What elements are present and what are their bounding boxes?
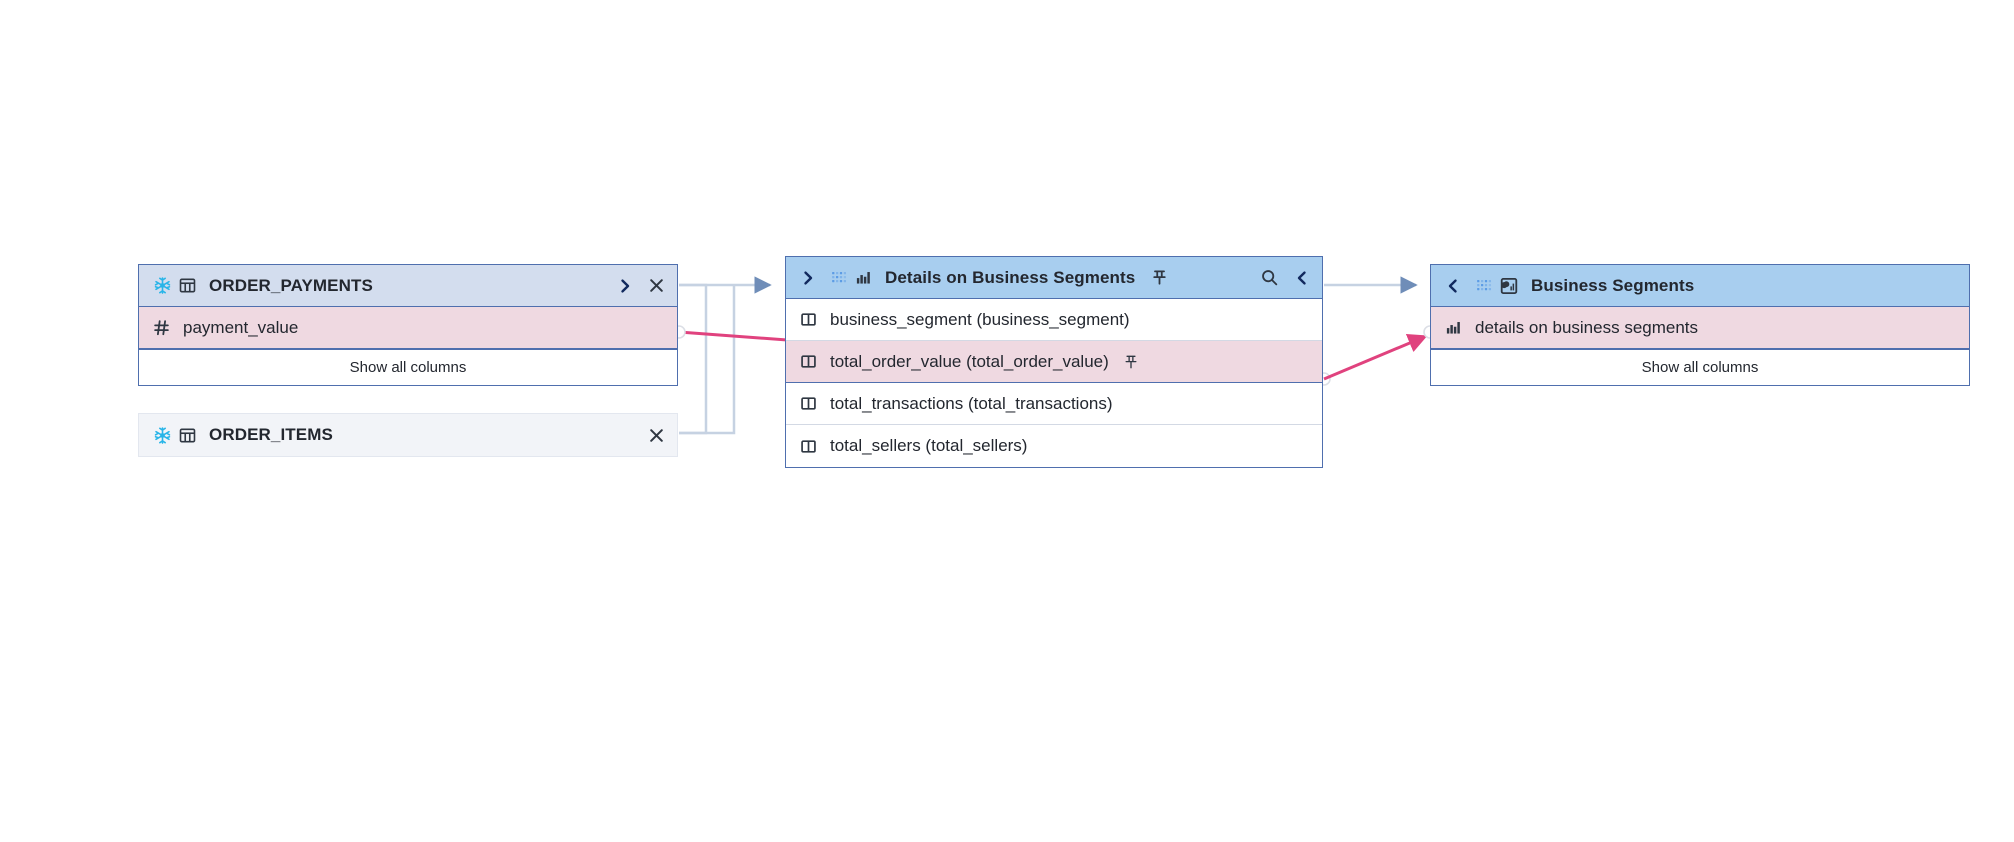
- table-icon: [179, 277, 196, 294]
- show-all-columns-button[interactable]: Show all columns: [139, 349, 677, 385]
- bar-chart-icon: [1445, 319, 1462, 336]
- column-row-business-segment[interactable]: business_segment (business_segment): [786, 299, 1322, 341]
- edge-order-payments-branch: [679, 283, 708, 435]
- column-row-payment-value[interactable]: payment_value: [139, 307, 677, 349]
- collapse-left-icon[interactable]: [1445, 278, 1461, 294]
- pin-icon[interactable]: [1123, 354, 1139, 370]
- node-order-payments[interactable]: ORDER_PAYMENTS: [138, 264, 678, 386]
- bar-chart-icon: [855, 269, 872, 286]
- pin-icon[interactable]: [1151, 269, 1168, 286]
- column-icon: [800, 438, 817, 455]
- column-icon: [800, 395, 817, 412]
- metabase-icon: [831, 269, 848, 286]
- node-business-segments[interactable]: Business Segments details on business se…: [1430, 264, 1970, 386]
- metabase-icon: [1476, 277, 1493, 294]
- number-icon: [153, 319, 170, 336]
- close-icon[interactable]: [648, 277, 665, 294]
- snowflake-icon: [153, 276, 172, 295]
- expand-right-icon[interactable]: [800, 270, 816, 286]
- node-details-on-business-segments[interactable]: Details on Business Segments: [785, 256, 1323, 468]
- collapse-left-icon[interactable]: [1294, 270, 1310, 286]
- node-title: ORDER_PAYMENTS: [209, 275, 373, 295]
- close-icon[interactable]: [648, 427, 665, 444]
- node-title: ORDER_ITEMS: [209, 425, 333, 444]
- column-label: details on business segments: [1475, 317, 1699, 337]
- column-row-details-on-business-segments[interactable]: details on business segments: [1431, 307, 1969, 349]
- column-row-total-order-value[interactable]: total_order_value (total_order_value): [786, 341, 1322, 383]
- snowflake-icon: [153, 426, 172, 445]
- column-label: total_order_value (total_order_value): [830, 351, 1109, 371]
- node-header-details-on-business-segments[interactable]: Details on Business Segments: [786, 257, 1322, 299]
- node-header-order-items[interactable]: ORDER_ITEMS: [139, 414, 677, 456]
- node-header-order-payments[interactable]: ORDER_PAYMENTS: [139, 265, 677, 307]
- lineage-total-order-value-to-details-on-business-segments: [1323, 325, 1437, 381]
- expand-right-icon[interactable]: [617, 278, 633, 294]
- search-icon[interactable]: [1260, 268, 1279, 287]
- node-order-items[interactable]: ORDER_ITEMS: [138, 413, 678, 457]
- column-label: business_segment (business_segment): [830, 309, 1130, 329]
- node-title: Business Segments: [1531, 275, 1695, 295]
- column-row-total-transactions[interactable]: total_transactions (total_transactions): [786, 383, 1322, 425]
- column-icon: [800, 353, 817, 370]
- column-label: payment_value: [183, 317, 299, 337]
- table-icon: [179, 427, 196, 444]
- node-title: Details on Business Segments: [885, 267, 1136, 287]
- column-label: total_sellers (total_sellers): [830, 436, 1028, 455]
- column-label: total_transactions (total_transactions): [830, 393, 1113, 413]
- show-all-columns-button[interactable]: Show all columns: [1431, 349, 1969, 385]
- dashboard-icon: [1500, 277, 1518, 295]
- edge-order-items-to-details: [679, 285, 736, 435]
- column-row-total-sellers[interactable]: total_sellers (total_sellers): [786, 425, 1322, 467]
- node-header-business-segments[interactable]: Business Segments: [1431, 265, 1969, 307]
- column-icon: [800, 311, 817, 328]
